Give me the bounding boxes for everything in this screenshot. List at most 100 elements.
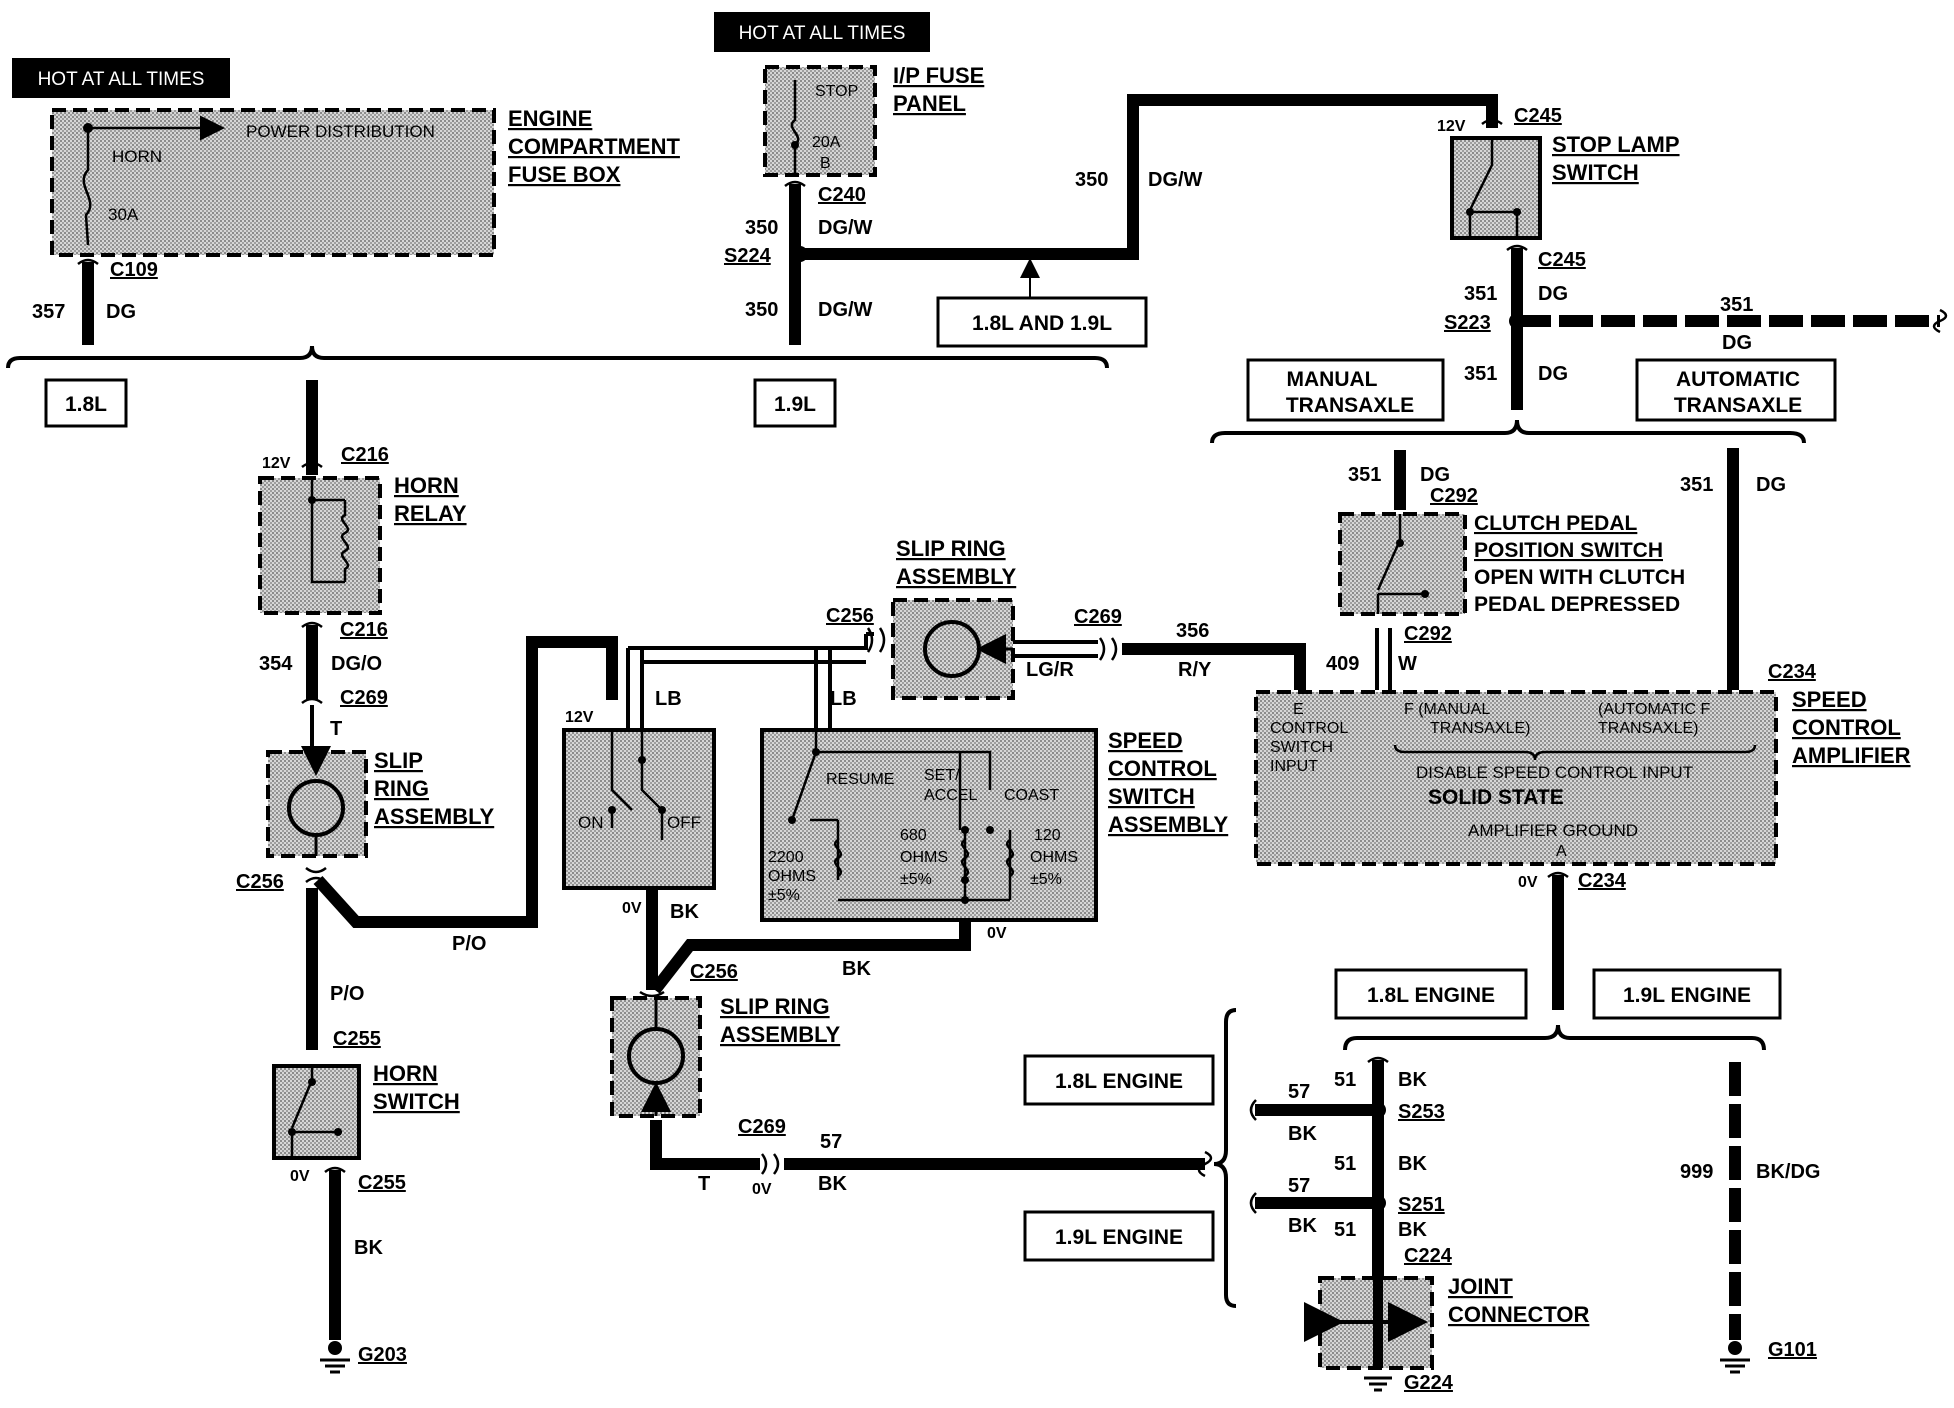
ip-fuse-node <box>791 141 799 149</box>
voltage-0v-amp: 0V <box>1518 874 1538 891</box>
stop-lamp-title-2: SWITCH <box>1552 160 1639 185</box>
slip-ring-left-title-2: RING <box>374 776 429 801</box>
wire-dg-label-6: DG <box>1756 474 1786 496</box>
splice-s253 <box>1370 1102 1386 1118</box>
engine-brace-amp <box>1343 1024 1766 1051</box>
wire-bk-label-7: BK <box>1288 1215 1317 1237</box>
wire-409 <box>1375 628 1392 690</box>
ip-fuse-20a-label: 20A <box>812 134 841 151</box>
connector-c240: C240 <box>818 184 866 206</box>
r3-unit: OHMS <box>1030 849 1078 866</box>
amp-input-label: INPUT <box>1270 758 1318 775</box>
speed-control-on-off-switch <box>562 728 716 890</box>
connector-c234-a: C234 <box>1768 661 1817 683</box>
coast-label: COAST <box>1004 787 1059 804</box>
wire-351-label-a: 351 <box>1464 283 1497 305</box>
connector-c269-b-symbol <box>760 1153 780 1175</box>
voltage-12v-stop: 12V <box>1437 118 1466 135</box>
slip-ring-bottom-title-1: SLIP RING <box>720 994 830 1019</box>
hot-label-left: HOT AT ALL TIMES <box>12 58 230 98</box>
wire-351-label-d: 351 <box>1348 464 1381 486</box>
wire-w-label: W <box>1398 653 1417 675</box>
wire-dg-label-4: DG <box>1538 363 1568 385</box>
clutch-title-4: PEDAL DEPRESSED <box>1474 593 1680 616</box>
voltage-0v-switch: 0V <box>622 900 642 917</box>
amp-f-auto: (AUTOMATIC F <box>1598 701 1711 718</box>
box-1-8l-engine-a <box>1334 968 1528 1020</box>
box-1-8l-and-1-9l <box>936 296 1148 348</box>
engine-fuse-box <box>50 108 496 257</box>
wire-bk-label-2: BK <box>670 901 699 923</box>
horn-relay-title-1: HORN <box>394 473 459 498</box>
ip-fuse-pin-label: B <box>820 155 831 172</box>
wire-351-label-e: 351 <box>1680 474 1713 496</box>
box-1-9l-engine-a <box>1592 968 1782 1020</box>
wire-57-break <box>1197 1150 1213 1178</box>
on-off-contacts <box>610 730 664 840</box>
engine-fuse-box-title-2: COMPARTMENT <box>508 134 680 159</box>
wire-t-bottom <box>650 1120 760 1170</box>
automatic-text-2: TRANSAXLE <box>1674 394 1802 417</box>
slip-ring-top-title-2: ASSEMBLY <box>896 564 1017 589</box>
wire-bk-label-1: BK <box>354 1237 383 1259</box>
connector-c245-a: C245 <box>1514 105 1562 127</box>
wire-57-s253-break <box>1249 1099 1257 1121</box>
connector-c224: C224 <box>1404 1245 1453 1267</box>
horn-switch <box>272 1064 361 1160</box>
connector-c292-a: C292 <box>1430 485 1478 507</box>
connector-c292-b: C292 <box>1404 623 1452 645</box>
connector-c255-b-symbol <box>324 1166 346 1174</box>
connector-c269-a-symbol <box>301 697 323 705</box>
hot-label-left-text: HOT AT ALL TIMES <box>38 69 205 90</box>
joint-title-1: JOINT <box>1448 1274 1513 1299</box>
speed-switch-title-2: CONTROL <box>1108 756 1217 781</box>
wire-po-label-1: P/O <box>452 933 486 955</box>
amp-f-manual-2: TRANSAXLE) <box>1430 720 1530 737</box>
box-1-8l-engine-b <box>1023 1054 1215 1106</box>
voltage-0v-bottom: 0V <box>752 1181 772 1198</box>
box-1-9l-engine-a-text: 1.9L ENGINE <box>1623 984 1751 1007</box>
amp-title-1: SPEED <box>1792 687 1867 712</box>
wire-dg-label-3: DG <box>1722 332 1752 354</box>
wire-51-label-c: 51 <box>1334 1219 1356 1241</box>
r1-value: 2200 <box>768 849 804 866</box>
wire-bk-label-4: BK <box>818 1173 847 1195</box>
hot-label-right-text: HOT AT ALL TIMES <box>739 23 906 44</box>
connector-c216-a-symbol <box>301 461 323 469</box>
wire-bkdg-label: BK/DG <box>1756 1161 1820 1183</box>
wire-350-label-a: 350 <box>745 217 778 239</box>
connector-c269-b: C269 <box>738 1116 786 1138</box>
ground-g101-label: G101 <box>1768 1339 1817 1361</box>
wire-350-label-b: 350 <box>745 299 778 321</box>
connector-c245-top-symbol <box>1481 118 1503 126</box>
speed-switch-title-3: SWITCH <box>1108 784 1195 809</box>
connector-c269-a: C269 <box>340 687 388 709</box>
ground-g224-label: G224 <box>1404 1372 1454 1394</box>
ground-g203-label: G203 <box>358 1344 407 1366</box>
wire-dgw-label-3: DG/W <box>1148 169 1203 191</box>
transaxle-brace <box>1210 419 1806 444</box>
fuse-30a-label: 30A <box>108 205 139 224</box>
wire-t-label-2: T <box>698 1173 710 1195</box>
slip-ring-left-title-1: SLIP <box>374 748 423 773</box>
amp-ground-label: AMPLIFIER GROUND <box>1468 821 1638 840</box>
amp-title-3: AMPLIFIER <box>1792 743 1911 768</box>
amp-disable-label: DISABLE SPEED CONTROL INPUT <box>1416 763 1693 782</box>
box-1-8l-engine-b-text: 1.8L ENGINE <box>1055 1070 1183 1093</box>
splice-s251 <box>1370 1195 1386 1211</box>
speed-control-amplifier <box>1254 690 1778 866</box>
engine-variant-brace-top <box>6 345 1109 369</box>
set-label: SET/ <box>924 767 960 784</box>
connector-c256-c: C256 <box>690 961 738 983</box>
splice-s251-label: S251 <box>1398 1194 1445 1216</box>
amp-switch-label: SWITCH <box>1270 739 1333 756</box>
stop-lamp-switch-contacts <box>1468 138 1520 238</box>
ground-g224-icon <box>1364 1376 1392 1392</box>
wire-409-label: 409 <box>1326 653 1359 675</box>
ip-fuse-title-1: I/P FUSE <box>893 63 984 88</box>
ground-g101-icon <box>1720 1341 1750 1374</box>
wire-lb-label-1: LB <box>655 688 682 710</box>
horn-relay <box>258 476 382 615</box>
clutch-title-1: CLUTCH PEDAL <box>1474 512 1637 535</box>
